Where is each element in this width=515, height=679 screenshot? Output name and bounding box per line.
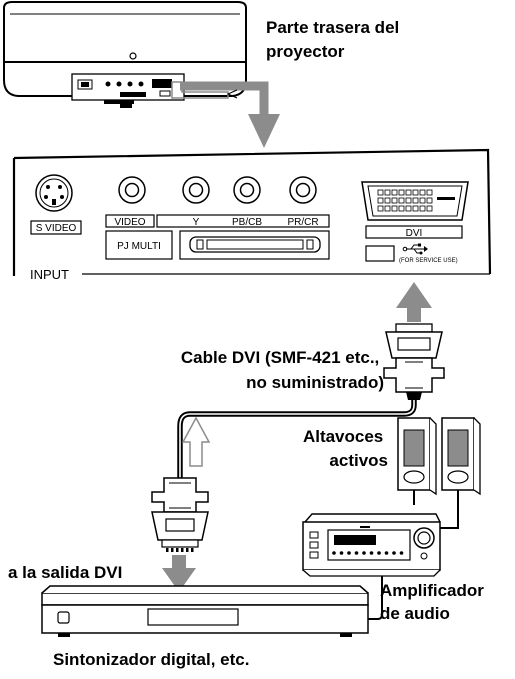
speaker-left-illustration [397,417,437,496]
speaker-right-illustration [441,417,481,496]
pj-multi-label: PJ MULTI [117,241,161,252]
input-panel: S VIDEO VIDEO Y PB/CB PR/CR PJ MULTI [12,148,492,282]
down-arrow-icon [162,555,196,592]
audio-amplifier-illustration [302,513,441,577]
pb-cb-label: PB/CB [232,217,262,228]
pb-cb-jack [233,176,261,204]
amplifier-label: Amplificador de audio [380,581,489,623]
dvi-input-connector [361,181,469,221]
pj-multi-connector [189,236,321,253]
video-label: VIDEO [114,217,145,228]
video-jack [118,176,146,204]
dvi-plug-upper [383,323,445,400]
projector-illustration [3,0,280,148]
dvi-label: DVI [406,228,423,239]
tuner-label: Sintonizador digital, etc. [53,650,249,669]
cable-label: Cable DVI (SMF-421 etc., no suministrado… [181,348,384,392]
dvi-plug-lower [151,477,209,552]
s-video-label: S VIDEO [36,223,77,234]
up-arrow-icon [396,282,432,322]
y-jack [182,176,210,204]
digital-tuner-illustration [41,585,369,637]
y-label: Y [193,217,200,228]
projector-rear-label: Parte trasera del proyector [266,18,404,61]
input-label: INPUT [30,267,69,282]
signal-arrow-icon [181,416,211,467]
service-use-label: (FOR SERVICE USE) [399,258,458,264]
pr-cr-jack [289,176,317,204]
usb-icon [402,243,428,255]
dvi-output-label: a la salida DVI [8,563,122,582]
speakers-label: Altavoces activos [303,427,388,470]
pr-cr-label: PR/CR [287,217,318,228]
s-video-connector [35,174,73,212]
